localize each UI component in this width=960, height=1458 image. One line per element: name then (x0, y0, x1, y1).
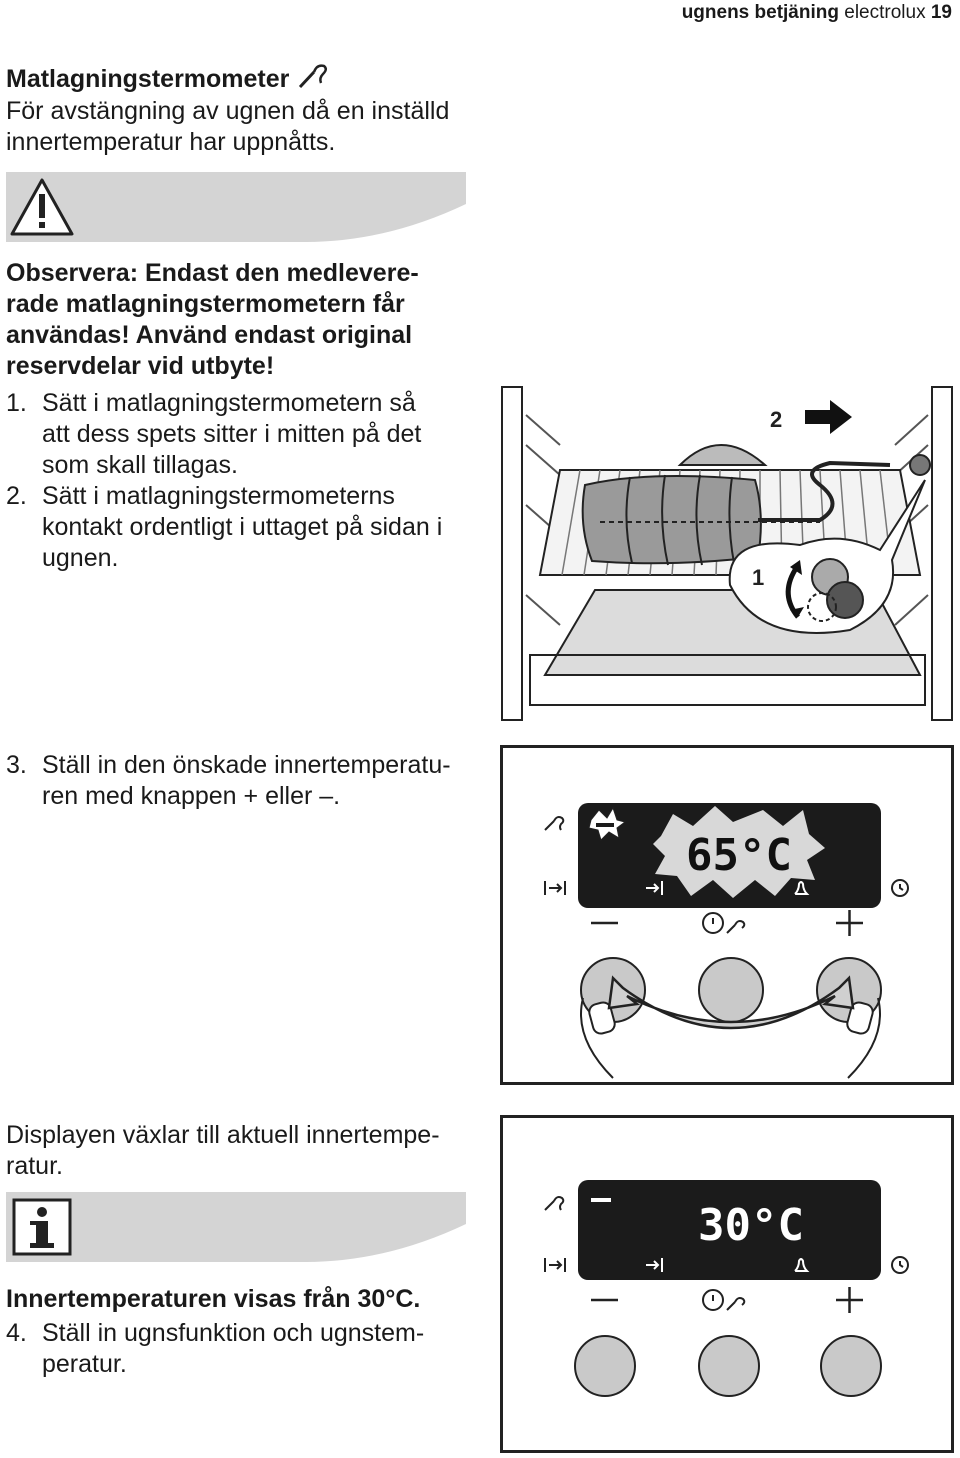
step-line: Sätt i matlagningstermometern så (42, 389, 416, 417)
clock-icon (891, 1256, 909, 1274)
warning-text: Observera: Endast den medlevere- rade ma… (6, 258, 419, 382)
header-section: ugnens betjäning (681, 2, 839, 23)
warning-banner (6, 172, 466, 242)
info-icon (12, 1198, 72, 1256)
info-banner (6, 1192, 466, 1262)
warning-line: rade matlagningstermometern får (6, 290, 405, 318)
intro-line: För avstängning av ugnen då en inställd (6, 97, 450, 125)
warning-line: reservdelar vid utbyte! (6, 352, 275, 380)
info-line: Displayen växlar till aktuell innertempe… (6, 1121, 440, 1149)
end-time-icon (646, 1258, 663, 1272)
intro-line: innertemperatur har uppnåtts. (6, 128, 336, 156)
section-title: Matlagningstermometer (6, 62, 330, 95)
control-panel-figure-1: 65°C (500, 745, 954, 1085)
plus-label (836, 910, 863, 936)
page-number: 19 (930, 2, 952, 23)
display-dash (591, 1198, 611, 1202)
step-4: 4. Ställ in ugnsfunktion och ugnstem- pe… (6, 1318, 476, 1380)
page-header: ugnens betjäning electrolux 19 (682, 2, 952, 24)
plus-label (836, 1287, 863, 1313)
section-title-text: Matlagningstermometer (6, 65, 290, 93)
bell-icon (794, 1258, 810, 1272)
probe-mode-icon (544, 816, 565, 831)
probe-mode-icon (544, 1196, 565, 1211)
clock-probe-icon (702, 912, 746, 934)
step-line: som skall tillagas. (42, 451, 238, 479)
info-line: ratur. (6, 1152, 63, 1180)
display-temperature-30: 30°C (698, 1200, 804, 1251)
center-knob (698, 957, 764, 1023)
warning-line: Observera: Endast den medlevere- (6, 259, 419, 287)
list-item: 3. Ställ in den önskade innertemperatu- … (6, 750, 476, 812)
list-item: 1. Sätt i matlagningstermometern så att … (6, 388, 476, 481)
step-number: 4. (6, 1319, 27, 1347)
list-item: 4. Ställ in ugnsfunktion och ugnstem- pe… (6, 1318, 476, 1380)
step-line: Ställ in ugnsfunktion och ugnstem- (42, 1319, 425, 1347)
step-number: 2. (6, 482, 27, 510)
control-panel-figure-2: 30°C (500, 1115, 954, 1453)
warning-line: användas! Använd endast original (6, 321, 413, 349)
clock-probe-icon (702, 1289, 746, 1311)
plus-knob (820, 1335, 882, 1397)
step-line: Sätt i matlagningstermometerns (42, 482, 395, 510)
end-time-icon (646, 881, 663, 895)
info-text: Displayen växlar till aktuell innertempe… (6, 1120, 476, 1182)
header-brand: electrolux (844, 2, 926, 23)
step-line: kontakt ordentligt i uttaget på sidan i (42, 513, 443, 541)
step-line: att dess spets sitter i mitten på det (42, 420, 422, 448)
step-line: ugnen. (42, 544, 119, 572)
duration-icon (544, 881, 566, 895)
figure-label-2: 2 (770, 407, 782, 432)
figure-label-1: 1 (752, 565, 764, 590)
intro-text: För avstängning av ugnen då en inställd … (6, 96, 449, 158)
step-line: Ställ in den önskade innertemperatu- (42, 751, 451, 779)
thermometer-probe-icon (299, 64, 328, 89)
step-line: ren med knappen + eller –. (42, 782, 341, 810)
step-3: 3. Ställ in den önskade innertemperatu- … (6, 750, 476, 812)
step-number: 1. (6, 389, 27, 417)
step-number: 3. (6, 751, 27, 779)
display-temperature-65: 65°C (686, 830, 792, 881)
clock-icon (891, 879, 909, 897)
minus-knob (574, 1335, 636, 1397)
duration-icon (544, 1258, 566, 1272)
step-line: peratur. (42, 1350, 127, 1378)
list-item: 2. Sätt i matlagningstermometerns kontak… (6, 481, 476, 574)
bell-icon (794, 881, 810, 895)
warning-triangle-icon (10, 178, 74, 236)
note-text: Innertemperaturen visas från 30°C. (6, 1285, 421, 1313)
oven-illustration: 2 1 (500, 385, 954, 722)
steps-list: 1. Sätt i matlagningstermometern så att … (6, 388, 476, 574)
center-knob (698, 1335, 760, 1397)
